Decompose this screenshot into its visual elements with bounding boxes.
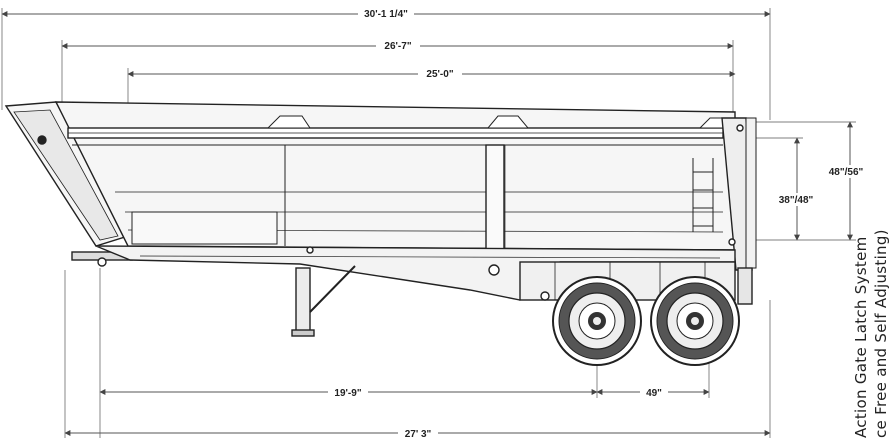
chassis [37, 124, 753, 337]
dim-overall-length: 30'-1 1/4" [364, 9, 408, 20]
dim-side-height-inner: 38"/48" [779, 195, 814, 206]
wheel-front-axle [552, 276, 642, 366]
dim-axle-spread: 49" [646, 388, 662, 399]
caption-line-2: ce Free and Self Adjusting) [872, 229, 890, 438]
dim-overall-bottom: 27' 3" [405, 429, 432, 440]
dim-body-length-inner: 25'-0" [426, 69, 453, 80]
wheel-rear-axle [650, 276, 740, 366]
dim-body-length-outer: 26'-7" [384, 41, 411, 52]
dimension-labels: 30'-1 1/4" 26'-7" 25'-0" 48"/56" 38"/48"… [328, 7, 870, 440]
caption-line-1: Action Gate Latch System [852, 236, 870, 438]
dim-side-height-outer: 48"/56" [829, 167, 864, 178]
trailer-body [4, 101, 757, 271]
dim-kingpin-to-axle: 19'-9" [334, 388, 361, 399]
